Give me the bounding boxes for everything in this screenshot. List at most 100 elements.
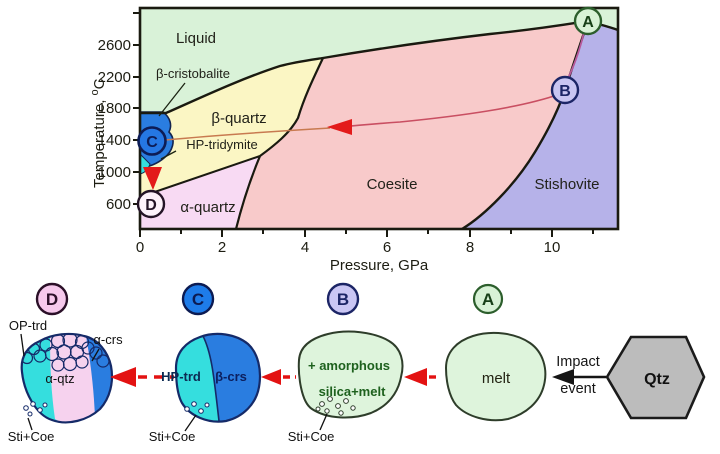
b-label-line1: + amorphous [308, 358, 390, 373]
down-arrow-icon [143, 167, 162, 190]
stage-c-blob: HP-trd β-crs Sti+Coe [149, 332, 262, 444]
b-blob-body [297, 330, 404, 419]
b-label-sti-coe: Sti+Coe [288, 429, 335, 444]
x-axis-title: Pressure, GPa [330, 257, 429, 274]
transformation-sequence: D C B A [8, 282, 706, 444]
y-tick-1800: 1800 [98, 100, 131, 117]
y-axis-title-sup: o [89, 89, 101, 95]
qtz-hexagon: Qtz [605, 335, 706, 420]
x-tick-6: 6 [383, 239, 391, 256]
y-tick-1400: 1400 [98, 132, 131, 149]
a-label-melt: melt [482, 370, 511, 387]
d-label-op-trd: OP-trd [9, 318, 47, 333]
c-label-beta-crs: β-crs [215, 369, 247, 384]
y-tick-2200: 2200 [98, 69, 131, 86]
region-label-alpha-quartz: α-quartz [180, 199, 235, 216]
diagram-points: A B C D [136, 6, 603, 219]
stage-b-letter: B [337, 290, 349, 309]
boundary-alphaquartz-coesite [234, 155, 262, 230]
left-arrowhead-icon [552, 369, 574, 385]
d-leader-sti-coe [27, 417, 33, 431]
boundary-alpha-beta-quartz [139, 155, 261, 198]
d-label-sti-coe: Sti+Coe [8, 429, 55, 444]
a-blob-body [444, 331, 547, 422]
point-a-circle [573, 6, 603, 36]
region-label-stishovite: Stishovite [534, 176, 599, 193]
b-leader-sti-coe [319, 413, 328, 431]
stage-letters: D C B A [35, 282, 504, 316]
x-tick-2: 2 [218, 239, 226, 256]
x-tick-4: 4 [301, 239, 309, 256]
arrow-c-to-d [110, 367, 174, 387]
stage-c-letter: C [192, 290, 204, 309]
left-arrowhead-icon [404, 368, 427, 386]
region-beta-quartz [140, 58, 323, 197]
left-arrowhead-icon [261, 369, 281, 385]
y-axis-title-unit: C [91, 78, 108, 89]
stage-b-circle [326, 282, 360, 316]
boundary-betaquartz-coesite [259, 57, 324, 157]
d-label-alpha-qtz: α-qtz [45, 371, 74, 386]
leader-beta-cristobalite [158, 82, 186, 117]
stage-c-circle [181, 282, 215, 316]
region-stishovite [462, 21, 618, 229]
qtz-hexagon-shape [605, 335, 706, 420]
c-blob-outline [174, 332, 262, 423]
stage-a-blob: melt [444, 331, 547, 422]
region-alpha-quartz [140, 156, 260, 229]
point-c-letter: C [146, 134, 158, 151]
stage-a-letter: A [482, 290, 494, 309]
impact-label-line1: Impact [556, 354, 600, 370]
d-leader-op-trd [20, 333, 25, 357]
d-blob-inclusions [23, 401, 48, 417]
x-tick-0: 0 [136, 239, 144, 256]
phase-diagram: 2600 2200 1800 1400 1000 600 0 2 4 6 8 1… [89, 6, 620, 274]
y-tick-2600: 2600 [98, 37, 131, 54]
d-label-alpha-crs: α-crs [93, 332, 123, 347]
impact-arrow: Impact event [552, 354, 606, 397]
point-d-letter: D [145, 197, 157, 214]
region-label-beta-cristobalite: β-cristobalite [156, 66, 230, 81]
region-label-beta-quartz: β-quartz [211, 110, 266, 127]
point-b-letter: B [559, 83, 571, 100]
point-b-circle [550, 75, 580, 105]
c-blob-divider [202, 335, 220, 422]
x-axis-ticks [139, 229, 594, 237]
b-blob-inclusions [315, 396, 356, 416]
region-label-hp-tridymite: HP-tridymite [186, 137, 258, 152]
arrow-b-to-c [261, 369, 296, 385]
plot-frame [138, 6, 620, 231]
d-leader-alpha-crs [91, 348, 100, 362]
y-axis-title: Temperature, oC [89, 78, 108, 188]
y-tick-600: 600 [106, 196, 131, 213]
impact-label-line2: event [560, 381, 595, 397]
y-axis-title-main: Temperature, [91, 95, 108, 188]
stage-b-blob: + amorphous silica+melt Sti+Coe [288, 330, 404, 444]
x-axis-tick-labels: 0 2 4 6 8 10 [136, 239, 561, 256]
stage-a-circle [472, 283, 504, 315]
x-tick-8: 8 [466, 239, 474, 256]
qtz-label: Qtz [644, 371, 670, 388]
region-labels: Liquid β-cristobalite β-quartz HP-tridym… [156, 30, 600, 216]
stage-d-letter: D [46, 290, 58, 309]
left-arrowhead-icon [327, 119, 352, 135]
c-blob-inclusions [184, 401, 210, 414]
c-label-sti-coe: Sti+Coe [149, 429, 196, 444]
c-label-hp-trd: HP-trd [161, 369, 201, 384]
c-leader-sti-coe [184, 414, 197, 432]
point-c-circle [137, 126, 167, 156]
point-d-circle [136, 189, 166, 219]
y-tick-1000: 1000 [98, 164, 131, 181]
x-tick-10: 10 [544, 239, 561, 256]
stage-d-blob: OP-trd α-crs α-qtz Sti+Coe [8, 318, 123, 444]
path-b-to-arrow [339, 93, 561, 128]
d-blob-outline [20, 332, 114, 424]
path-arrow-to-c [164, 127, 331, 141]
region-coesite [236, 21, 588, 229]
left-arrowhead-icon [110, 367, 136, 387]
point-a-letter: A [582, 14, 594, 31]
y-axis-tick-labels: 2600 2200 1800 1400 1000 600 [98, 37, 131, 213]
arrow-a-to-b [404, 368, 441, 386]
